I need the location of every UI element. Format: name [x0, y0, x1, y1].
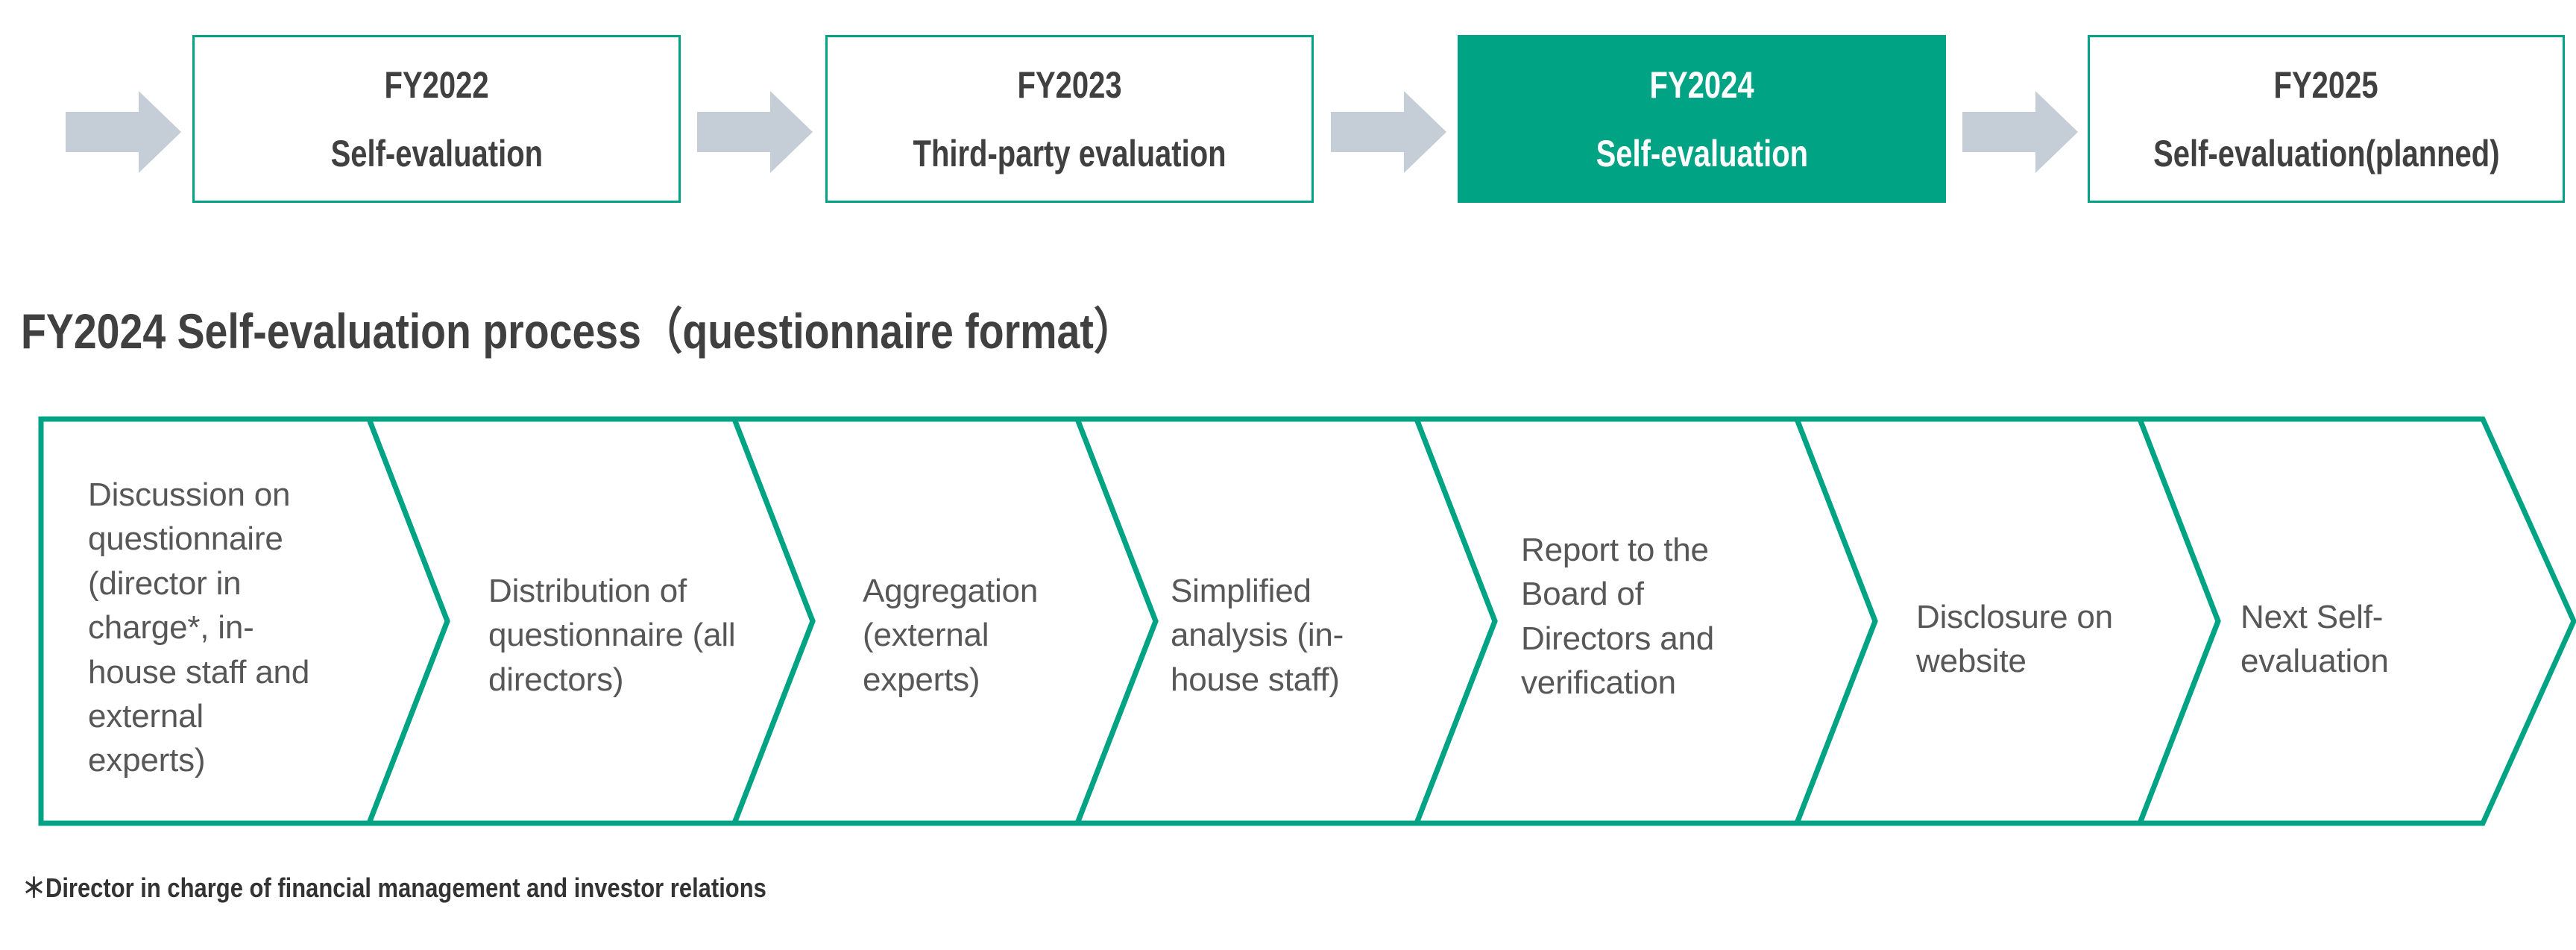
footnote-director-in-charge: ＊Director in charge of financial managem… [22, 872, 766, 903]
timeline-box-year: FY2023 [1017, 63, 1122, 106]
timeline-box-fy2025[interactable]: FY2025 Self-evaluation(planned) [2088, 35, 2565, 203]
process-step-label-6: Disclosure on website [1916, 599, 2113, 680]
timeline-box-fy2022[interactable]: FY2022 Self-evaluation [192, 35, 681, 203]
timeline-box-year: FY2022 [384, 63, 489, 106]
right-arrow-icon [1962, 91, 2078, 173]
process-step-label-2: Distribution of questionnaire (all direc… [488, 573, 736, 698]
process-step-label-5: Report to the Board of Directors and ver… [1521, 532, 1715, 702]
self-evaluation-process-flow: Discussion on questionnaire (director in… [0, 409, 2576, 834]
process-step-label-4: Simplified analysis (in-house staff) [1171, 573, 1344, 698]
right-arrow-icon [66, 91, 181, 173]
timeline-box-fy2023[interactable]: FY2023 Third-party evaluation [825, 35, 1314, 203]
right-arrow-icon [697, 91, 813, 173]
process-step-label-7: Next Self-evaluation [2240, 599, 2389, 680]
timeline-box-fy2024[interactable]: FY2024 Self-evaluation [1458, 35, 1946, 203]
timeline-box-year: FY2025 [2273, 63, 2379, 106]
timeline-box-label: Third-party evaluation [913, 132, 1226, 174]
process-step-label-3: Aggregation (external experts) [863, 573, 1039, 698]
timeline-box-label: Self-evaluation [330, 132, 543, 174]
page-title: FY2024 Self-evaluation process（questionn… [21, 303, 1136, 359]
timeline-box-label: Self-evaluation [1596, 132, 1808, 174]
process-step-label-1: Discussion on questionnaire (director in… [88, 476, 310, 779]
right-arrow-icon [1331, 91, 1446, 173]
timeline-box-year: FY2024 [1649, 63, 1754, 106]
timeline-box-label: Self-evaluation(planned) [2153, 132, 2500, 174]
evaluation-timeline: FY2022 Self-evaluation FY2023 Third-part… [0, 0, 2576, 224]
